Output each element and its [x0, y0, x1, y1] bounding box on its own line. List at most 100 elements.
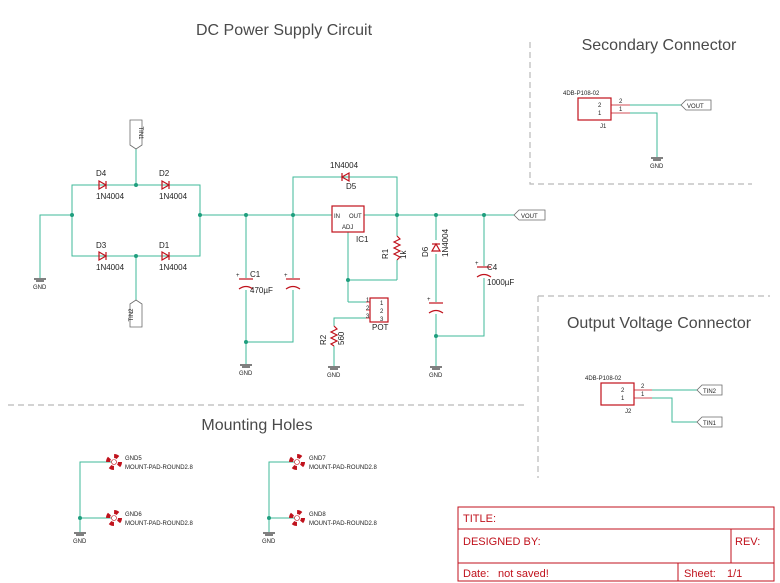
diode-d6[interactable]: D6 1N4004	[421, 228, 450, 257]
junction-dot	[267, 516, 271, 520]
connector-j2[interactable]: 4DB-P108-02 2 1 2 1 J2	[585, 376, 645, 415]
junction-dot	[395, 213, 399, 217]
pin-adj-label: ADJ	[342, 225, 353, 231]
diode-value: 1N4004	[96, 192, 125, 201]
diode-d4[interactable]: D4 1N4004	[96, 169, 125, 201]
capacitor-parallel[interactable]: +	[284, 273, 301, 290]
designed-by-field: DESIGNED BY:	[463, 536, 541, 548]
sheet-label: Sheet:	[684, 568, 716, 580]
pot-pin-side: 2	[366, 306, 370, 312]
mount-pad-gnd7[interactable]: GND7 MOUNT-PAD-ROUND2.8	[289, 454, 378, 471]
diode-d3[interactable]: D3 1N4004	[96, 241, 125, 272]
net-label-text: TIN2	[703, 389, 717, 395]
connector-pin-out: 1	[641, 392, 645, 398]
diode-d1[interactable]: D1 1N4004	[159, 241, 188, 272]
diode-ref: D6	[421, 246, 430, 257]
mount-pad-gnd8[interactable]: GND8 MOUNT-PAD-ROUND2.8	[289, 510, 378, 527]
net-label-text: TIN1	[703, 421, 717, 427]
heading-mounting: Mounting Holes	[201, 417, 312, 434]
svg-text:+: +	[427, 297, 431, 303]
connector-pin: 2	[621, 388, 625, 394]
section-dividers	[8, 42, 770, 478]
junction-dot	[346, 278, 350, 282]
capacitor-c1[interactable]: + C1 470µF	[236, 270, 273, 295]
mount-pad-gnd6[interactable]: GND6 MOUNT-PAD-ROUND2.8	[106, 510, 194, 527]
net-label-text: TIN2	[129, 308, 135, 322]
capacitor-value: 1000µF	[487, 278, 514, 287]
net-label-tin2-j2[interactable]: TIN2	[696, 384, 723, 396]
ground-symbol: GND	[650, 157, 664, 170]
connector-ref: J2	[625, 409, 632, 415]
rev-field: REV:	[735, 536, 760, 548]
mount-pad-value: MOUNT-PAD-ROUND2.8	[309, 465, 378, 471]
net-label-vout[interactable]: VOUT	[513, 209, 546, 221]
ground-symbol: GND	[73, 532, 87, 545]
capacitor-c4[interactable]: + C4 1000µF	[475, 261, 514, 287]
resistor-value: 1k	[399, 250, 408, 259]
capacitor-adj[interactable]: +	[427, 297, 444, 314]
ground-label: GND	[262, 539, 276, 545]
diode-value: 1N4004	[330, 161, 359, 170]
ground-label: GND	[650, 164, 664, 170]
title-block: TITLE: DESIGNED BY: REV: Date: not saved…	[457, 506, 775, 582]
diode-ref: D3	[96, 241, 107, 250]
ground-label: GND	[33, 285, 47, 291]
pin-in-label: IN	[334, 214, 340, 220]
connector-value: 4DB-P108-02	[585, 376, 622, 382]
capacitor-ref: C4	[487, 263, 498, 272]
junction-dot	[244, 340, 248, 344]
mount-pad-ref: GND6	[125, 512, 142, 518]
svg-text:+: +	[236, 273, 240, 279]
ground-label: GND	[73, 539, 87, 545]
connector-pin: 1	[621, 396, 625, 402]
sheet-value: 1/1	[727, 568, 742, 580]
mount-pad-gnd5[interactable]: GND5 MOUNT-PAD-ROUND2.8	[106, 454, 194, 471]
pot-pin: 3	[380, 317, 384, 323]
junction-dot	[134, 254, 138, 258]
net-label-tin2[interactable]: TIN2	[129, 299, 143, 328]
connector-pin: 1	[598, 111, 602, 117]
diode-d5[interactable]: 1N4004 D5	[330, 161, 359, 191]
diode-ref: D4	[96, 169, 107, 178]
svg-text:+: +	[284, 273, 288, 279]
potentiometer[interactable]: 1 2 3 1 2 3 POT	[366, 297, 389, 332]
diode-d2[interactable]: D2 1N4004	[159, 169, 188, 201]
connector-pin-out: 2	[619, 99, 623, 105]
junction-dot	[70, 213, 74, 217]
mount-pad-value: MOUNT-PAD-ROUND2.8	[309, 521, 378, 527]
mount-pad-value: MOUNT-PAD-ROUND2.8	[125, 465, 194, 471]
junction-dot	[434, 213, 438, 217]
ground-symbol: GND	[262, 532, 276, 545]
heading-output: Output Voltage Connector	[567, 315, 752, 332]
net-label-tin1-j2[interactable]: TIN1	[696, 416, 723, 428]
diode-ref: D1	[159, 241, 170, 250]
junction-dot	[198, 213, 202, 217]
resistor-r1[interactable]: R1 1k	[381, 235, 408, 261]
connector-ref: J1	[600, 124, 607, 130]
connector-pin-out: 2	[641, 384, 645, 390]
regulator-ref: IC1	[356, 235, 369, 244]
ground-symbol: GND	[33, 278, 47, 291]
junction-dot	[134, 183, 138, 187]
pot-pin: 1	[380, 301, 384, 307]
net-label-vout-j1[interactable]: VOUT	[680, 99, 712, 111]
net-label-text: VOUT	[687, 104, 704, 110]
resistor-r2[interactable]: R2 560	[319, 325, 346, 347]
regulator-ic1[interactable]: IN OUT ADJ IC1	[331, 205, 369, 244]
connector-j1[interactable]: 4DB-P108-02 2 1 2 1 J1	[563, 91, 623, 130]
capacitor-value: 470µF	[250, 286, 273, 295]
capacitor-ref: C1	[250, 270, 261, 279]
junction-dot	[244, 213, 248, 217]
pot-pin-side: 3	[366, 314, 370, 320]
ground-label: GND	[429, 373, 443, 379]
diode-value: 1N4004	[441, 228, 450, 257]
connector-value: 4DB-P108-02	[563, 91, 600, 97]
pin-out-label: OUT	[349, 214, 362, 220]
mount-pad-ref: GND8	[309, 512, 326, 518]
net-label-tin1[interactable]: TIN1	[129, 119, 143, 150]
mounting-wires	[79, 461, 297, 532]
junction-dot	[78, 516, 82, 520]
net-label-text: VOUT	[521, 214, 538, 220]
svg-text:+: +	[475, 261, 479, 267]
ground-label: GND	[327, 373, 341, 379]
